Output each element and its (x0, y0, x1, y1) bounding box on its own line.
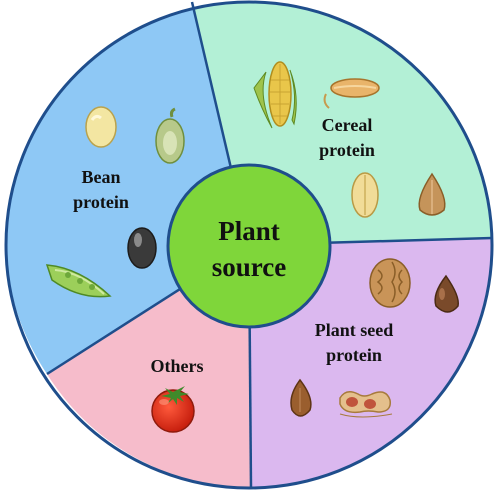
walnut-icon (369, 258, 411, 308)
pea-pod-icon (45, 264, 112, 298)
rice-grain-icon (323, 78, 380, 109)
peanut-icon (339, 391, 393, 418)
center-title-line2: source (212, 252, 287, 282)
cereal-protein-label-line1: Cereal (322, 115, 373, 135)
almond-icon (290, 378, 312, 417)
center-disc (166, 163, 332, 329)
tomato-icon (151, 386, 195, 433)
seed-icon (434, 274, 459, 313)
others-label: Others (151, 356, 204, 376)
white-bean-icon (85, 106, 117, 148)
bean-protein-label-line1: Bean (81, 167, 120, 187)
black-bean-icon (127, 227, 157, 269)
corn-icon (253, 61, 297, 129)
bean-protein-label-line2: protein (73, 192, 129, 212)
cereal-protein-label-line2: protein (319, 140, 375, 160)
wheat-grain-icon (351, 172, 379, 218)
outer-ring (4, 0, 494, 490)
center-title-line1: Plant (218, 216, 280, 246)
seed-protein-label-line1: Plant seed (315, 320, 394, 340)
chickpea-icon (155, 107, 185, 164)
buckwheat-icon (418, 172, 446, 216)
seed-protein-label-line2: protein (326, 345, 382, 365)
